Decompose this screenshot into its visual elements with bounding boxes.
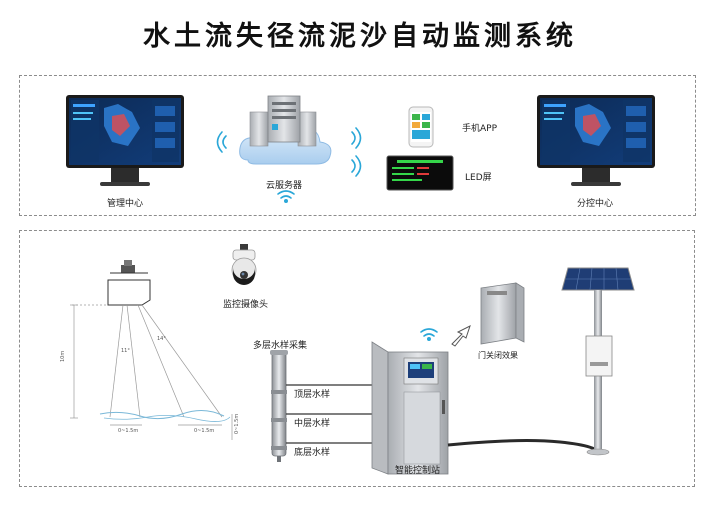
monitor-icon [537,95,655,186]
right-range-dimension: 0~1.5m [194,428,214,434]
wifi-icon [277,190,295,204]
bottom-layer-sample-label: 底层水样 [294,448,331,458]
bottom-panel [19,230,695,487]
sampling-lines [286,384,372,444]
wifi-icon [351,127,362,149]
left-range-dimension: 0~1.5m [118,428,138,434]
management-center-label: 管理中心 [107,199,144,209]
wifi-icon [216,131,227,153]
cloud-server-label: 云服务器 [266,181,303,191]
door-alarm-cabinet-icon [480,282,525,345]
angle-label-a: 11° [121,348,130,354]
smart-control-station-label: 智能控制站 [395,466,441,476]
angle-label-b: 14° [157,336,166,342]
wifi-icon [420,328,438,341]
sub-control-center-label: 分控中心 [577,199,614,209]
depth-dimension: 0~1.5m [234,414,240,434]
mobile-app-label: 手机APP [462,124,498,134]
wifi-icon [351,155,362,177]
door-alarm-label: 门关闭效果 [478,351,518,360]
power-cable [447,439,602,456]
height-dimension: 10m [60,351,66,362]
camera-icon [231,244,257,285]
cabinet-icon [371,341,449,475]
cloud-server-icon [239,95,332,165]
flow-sensor-icon [107,260,151,306]
sampler-pipe-icon [270,350,288,462]
led-screen-label: LED屏 [465,173,492,183]
multi-layer-sampling-label: 多层水样采集 [253,341,308,351]
camera-label: 监控摄像头 [223,300,269,310]
top-layer-sample-label: 顶层水样 [294,390,331,400]
led-screen-icon [386,155,454,191]
solar-panel-icon [561,267,635,456]
top-panel [19,75,696,216]
arrow-icon [451,325,471,347]
middle-layer-sample-label: 中层水样 [294,419,331,429]
phone-icon [408,106,434,148]
measurement-beams [70,304,233,440]
monitor-icon [66,95,184,186]
page-title: 水土流失径流泥沙自动监测系统 [143,21,577,52]
